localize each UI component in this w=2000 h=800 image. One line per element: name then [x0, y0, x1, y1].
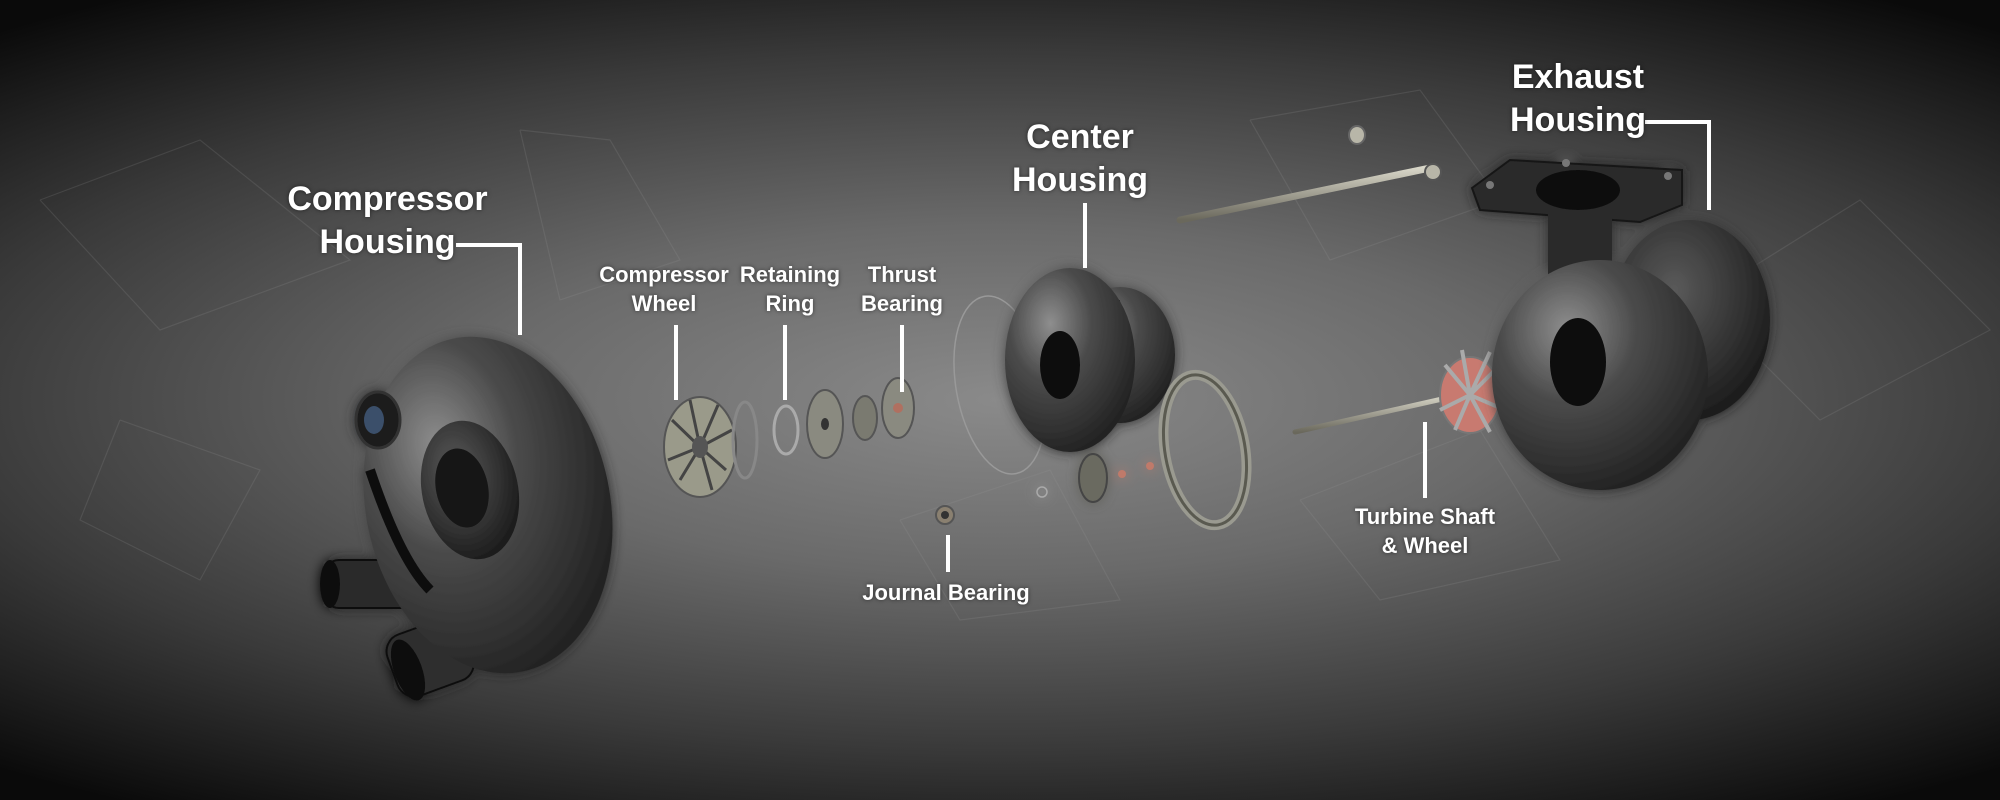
leader-compressor-housing — [456, 243, 522, 335]
label-compressor-housing-line2: Housing — [319, 222, 456, 261]
journal-bearing-icon — [935, 505, 955, 525]
label-thrust-bearing: Thrust Bearing — [847, 261, 957, 318]
label-center-housing-line1: Center — [1026, 118, 1134, 156]
clamp-icon — [1158, 369, 1252, 531]
label-exhaust-housing: Exhaust Housing — [1488, 56, 1668, 141]
background-mesh — [39, 89, 1991, 621]
label-compressor-housing-line1: Compressor — [287, 180, 488, 218]
leader-exhaust-housing — [1645, 120, 1711, 210]
label-exhaust-housing-line2: Housing — [1510, 100, 1646, 139]
label-turbine-shaft-wheel-line1: Turbine Shaft — [1354, 504, 1496, 529]
label-center-housing: Center Housing — [990, 116, 1170, 201]
label-retaining-ring-line1: Retaining — [739, 262, 841, 287]
label-journal-bearing-line1: Journal Bearing — [862, 580, 1030, 605]
label-compressor-wheel: Compressor Wheel — [586, 261, 742, 318]
exhaust-housing-icon — [1470, 158, 1770, 490]
label-turbine-shaft-wheel-line2: & Wheel — [1381, 532, 1469, 558]
center-housing-icon — [1005, 268, 1175, 503]
leader-lines — [456, 120, 1711, 572]
thrust-bearing-icon — [806, 377, 915, 459]
label-thrust-bearing-line1: Thrust — [867, 262, 937, 287]
label-turbine-shaft-wheel: Turbine Shaft & Wheel — [1335, 503, 1515, 560]
label-compressor-housing: Compressor Housing — [260, 178, 515, 263]
bolt-icon — [1176, 125, 1442, 224]
turbine-shaft-icon — [1292, 349, 1506, 435]
label-journal-bearing: Journal Bearing — [856, 579, 1036, 608]
label-thrust-bearing-line2: Bearing — [861, 290, 943, 316]
retaining-ring-icon — [772, 404, 800, 456]
label-exhaust-housing-line1: Exhaust — [1511, 58, 1645, 96]
label-retaining-ring: Retaining Ring — [730, 261, 850, 318]
compressor-wheel-icon — [663, 396, 759, 498]
compressor-housing-icon — [320, 336, 613, 701]
label-compressor-wheel-line1: Compressor — [599, 262, 729, 287]
label-compressor-wheel-line2: Wheel — [631, 290, 697, 316]
label-retaining-ring-line2: Ring — [765, 290, 815, 316]
label-center-housing-line2: Housing — [1012, 160, 1148, 199]
